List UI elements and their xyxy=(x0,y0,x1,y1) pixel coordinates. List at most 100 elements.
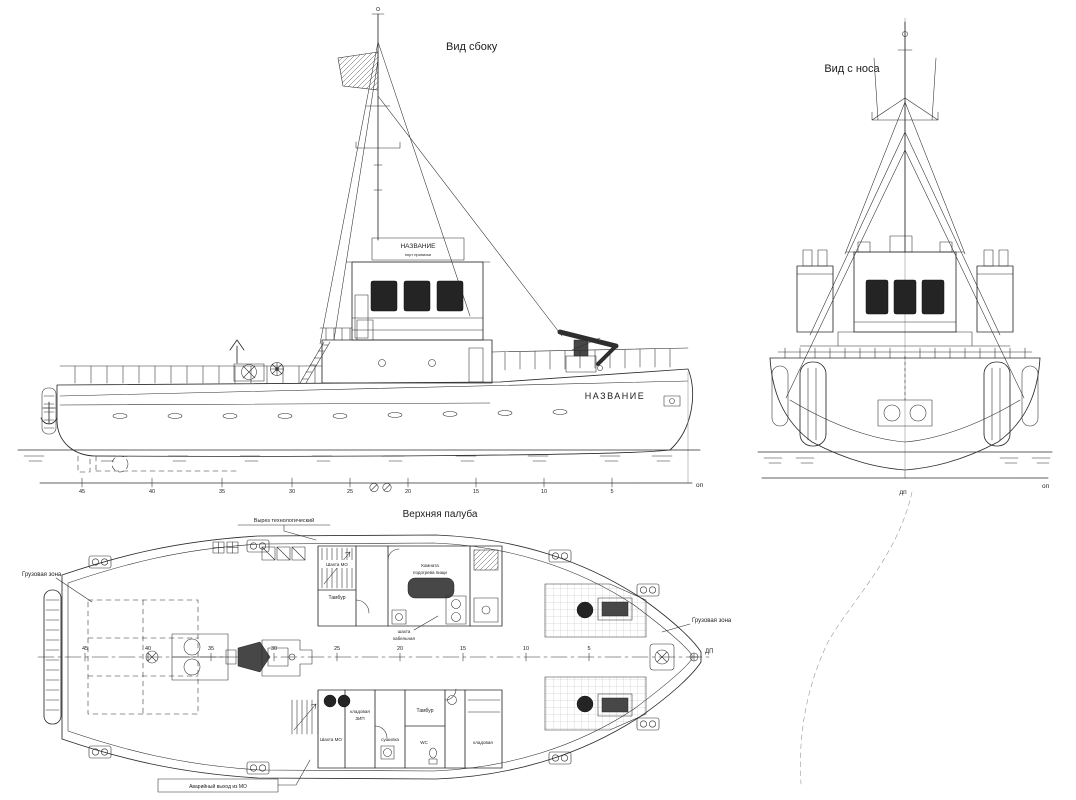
stern-fender xyxy=(41,387,57,435)
frame-label: 40 xyxy=(149,489,155,495)
deckhouse-door xyxy=(468,347,484,383)
flag-icon xyxy=(337,51,379,91)
wheelhouse-door xyxy=(354,294,369,339)
svg-text:Вырез технологический: Вырез технологический xyxy=(254,517,314,524)
bow-window xyxy=(893,279,917,315)
deck-frame-label: 30 xyxy=(271,646,277,652)
shaft-mo-top-label: Шахта МО xyxy=(326,562,348,567)
propeller-dashed xyxy=(111,455,129,473)
bow-wheelhouse xyxy=(845,235,965,333)
bow-rigging xyxy=(785,101,1025,399)
frame-label: 20 xyxy=(405,489,411,495)
frame-label: 10 xyxy=(541,489,547,495)
baseline-bow: дп оп xyxy=(761,477,1050,496)
frame-label: 25 xyxy=(347,489,353,495)
svg-text:Аварийный выход из МО: Аварийный выход из МО xyxy=(189,783,247,790)
bow-fittings-plan xyxy=(649,643,699,671)
deck-frame-label: 40 xyxy=(145,646,151,652)
porthole xyxy=(428,359,436,367)
deck-frame-label: 10 xyxy=(523,646,529,652)
svg-text:кабельная: кабельная xyxy=(393,636,415,641)
deck-plan-view: Верхняя палуба 45 40 35 30 25 20 15 10 5… xyxy=(22,508,732,793)
deckhouse-plan-bottom: Шахта МО кладовая ЗИП сушилка Тамбур WC … xyxy=(291,688,503,769)
frame-label: 35 xyxy=(219,489,225,495)
bow-window xyxy=(921,279,945,315)
svg-text:шахта: шахта xyxy=(398,629,411,634)
projection-arc xyxy=(800,491,913,785)
hull-name: НАЗВАНИЕ xyxy=(585,391,646,401)
wheelhouse-window xyxy=(403,280,431,312)
wc-label: WC xyxy=(420,740,428,745)
baseline-side: 45 40 35 30 25 20 15 10 5 оп xyxy=(39,477,704,495)
baseline-label-op: оп xyxy=(696,482,704,489)
fore-railing xyxy=(491,347,689,371)
emergency-exit-label: Аварийный выход из МО xyxy=(157,759,311,793)
zip-label-1: кладовая xyxy=(350,709,370,714)
wheelhouse-window xyxy=(370,280,398,312)
wheelhouse-window xyxy=(436,280,464,312)
frame-label: 45 xyxy=(79,489,85,495)
rigging-stays xyxy=(319,41,563,345)
deck-frame-label: 15 xyxy=(460,646,466,652)
board-subtitle: порт приписки xyxy=(405,252,431,257)
towing-hook xyxy=(237,641,271,673)
deckhouse-plan-top: Шахта МО Тамбур Комната подогрева пищи xyxy=(317,545,503,627)
cargo-zone-right-label: Грузовая зона xyxy=(692,618,732,624)
aft-mast xyxy=(229,339,245,364)
aft-railing xyxy=(59,365,323,384)
tech-cutout-label: Вырез технологический xyxy=(237,517,331,541)
bow-fender xyxy=(799,361,827,447)
wheelhouse xyxy=(319,261,491,341)
bow-label-dp: дп xyxy=(899,489,907,496)
deck-frame-label: 45 xyxy=(82,646,88,652)
deck-frame-label: 35 xyxy=(208,646,214,652)
ladder xyxy=(299,341,331,384)
deck-frame-label: 25 xyxy=(334,646,340,652)
cable-shaft xyxy=(473,549,499,571)
cable-shaft-label: шахта кабельная xyxy=(393,615,439,641)
towing-hook-wheel xyxy=(270,362,284,376)
underwater-gear xyxy=(77,455,237,473)
frame-label: 15 xyxy=(473,489,479,495)
bow-hull xyxy=(769,331,1041,479)
dryer-label: сушилка xyxy=(381,737,399,742)
aft-cargo-zone: Грузовая зона xyxy=(22,572,199,715)
deck-frame-label: 20 xyxy=(397,646,403,652)
towing-winch-plan xyxy=(145,633,271,681)
food-room-label-1: Комната xyxy=(421,563,439,568)
hull-side: НАЗВАНИЕ xyxy=(40,368,694,484)
bow-label-op: оп xyxy=(1042,483,1050,490)
deck-hatches xyxy=(212,541,306,561)
bow-view-title: Вид с носа xyxy=(824,63,880,75)
frame-label: 30 xyxy=(289,489,295,495)
fore-cargo-zone: Грузовая зона xyxy=(544,583,732,731)
deck-frame-label: 5 xyxy=(587,646,590,652)
engine-casing-plan xyxy=(261,639,313,677)
hawse-pipe xyxy=(663,395,681,407)
name-board: НАЗВАНИЕ порт приписки xyxy=(371,237,465,261)
deck-centerline: 45 40 35 30 25 20 15 10 5 ДП xyxy=(37,646,713,662)
stern-anchor-icon xyxy=(40,401,58,425)
zip-label-2: ЗИП xyxy=(355,716,364,721)
bow-view: Вид с носа xyxy=(757,17,1053,785)
porthole xyxy=(378,359,386,367)
bow-funnels xyxy=(796,249,1014,333)
shaft-mo-bottom-label: Шахта МО xyxy=(320,737,342,742)
storage-label: кладовая xyxy=(473,740,493,745)
food-table xyxy=(407,577,455,599)
mast xyxy=(319,7,563,345)
bow-window xyxy=(865,279,889,315)
deck-label-dp: ДП xyxy=(705,649,713,655)
food-room-label-2: подогрева пищи xyxy=(413,570,447,575)
board-name: НАЗВАНИЕ xyxy=(400,243,436,250)
deck-plan-title: Верхняя палуба xyxy=(403,508,478,520)
deckhouse xyxy=(299,339,493,384)
side-view-title: Вид сбоку xyxy=(446,41,498,53)
water-ripples-side xyxy=(23,455,673,462)
bow-mast xyxy=(785,21,1025,399)
tambour-bottom-label: Тамбур xyxy=(417,708,434,714)
frame-label: 5 xyxy=(610,489,613,495)
water-ripples-bow xyxy=(763,457,1051,464)
bow-fender xyxy=(983,361,1011,447)
